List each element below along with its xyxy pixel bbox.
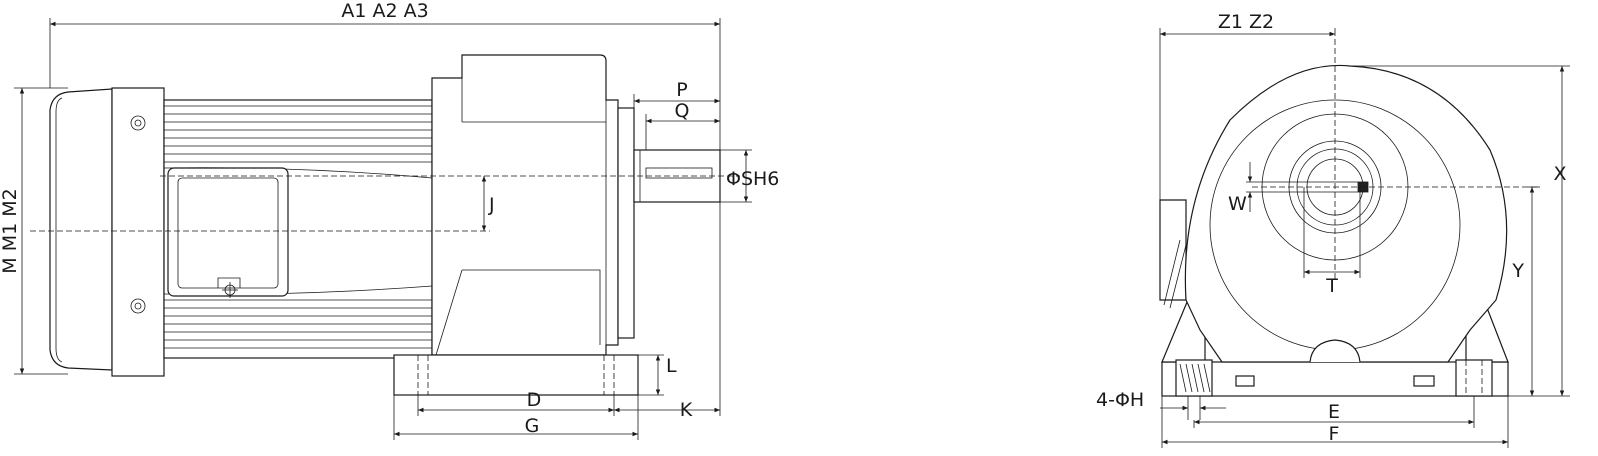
- dim-hole-spacing: E: [1193, 396, 1475, 428]
- label-foot-length: G: [525, 415, 540, 437]
- bolt-top: [130, 115, 146, 131]
- dim-base-width: F: [1161, 396, 1509, 448]
- dim-overall-length: A1 A2 A3: [49, 0, 721, 150]
- gear-housing-outline: [1184, 64, 1508, 363]
- fan-cover: [49, 88, 113, 371]
- dim-overall-height: X: [1350, 65, 1570, 397]
- dim-mounting-holes: 4-ΦH: [1096, 389, 1226, 420]
- dim-front-width: Z1 Z2: [1159, 11, 1336, 200]
- label-base-width: F: [1329, 423, 1340, 445]
- dim-key-width: W: [1228, 162, 1358, 215]
- side-view: A1 A2 A3 M M1 M2 P Q ΦSH6: [0, 0, 779, 440]
- label-key-width: W: [1228, 193, 1247, 215]
- mounting-hole-right: [1455, 359, 1493, 397]
- dim-key-height: T: [1303, 187, 1361, 297]
- label-overall-height: X: [1553, 163, 1566, 185]
- label-key-height: T: [1325, 275, 1338, 297]
- label-shaft-extension: P: [676, 79, 687, 101]
- dim-height: M M1 M2: [0, 87, 68, 375]
- label-shaft-diameter: ΦSH6: [726, 168, 779, 190]
- label-front-width: Z1 Z2: [1218, 11, 1274, 33]
- dim-key-length: Q: [645, 100, 720, 150]
- gear-housing: [431, 54, 635, 356]
- bolt-bottom: [130, 298, 146, 314]
- terminal-box: [167, 167, 289, 298]
- dim-shaft-height: Y: [1511, 186, 1540, 396]
- dim-foot-height: L: [638, 354, 677, 396]
- label-shaft-height: Y: [1511, 260, 1524, 282]
- dim-center-offset: J: [481, 176, 495, 231]
- ground-screw-icon: [222, 282, 238, 298]
- label-end-offset: K: [680, 399, 693, 421]
- side-bracket: [1159, 199, 1187, 309]
- dim-end-offset: K: [614, 202, 721, 421]
- label-height: M M1 M2: [0, 188, 21, 273]
- label-foot-hole-spacing: D: [527, 389, 542, 411]
- cooling-fins: [164, 105, 432, 349]
- label-hole-spacing: E: [1328, 401, 1340, 423]
- label-overall-length: A1 A2 A3: [341, 0, 428, 22]
- motor-end-flange: [111, 87, 165, 377]
- dim-shaft-diameter: ΦSH6: [720, 149, 779, 203]
- label-mounting-holes: 4-ΦH: [1096, 389, 1144, 411]
- front-view: Z1 Z2 X Y W T: [1096, 11, 1570, 448]
- dim-foot-length: G: [393, 395, 639, 440]
- mounting-hole-left: [1175, 359, 1213, 397]
- mounting-foot: [393, 354, 639, 396]
- label-key-length: Q: [675, 100, 690, 122]
- label-foot-height: L: [666, 355, 677, 377]
- dim-foot-hole-spacing: D: [417, 389, 615, 416]
- label-center-offset: J: [488, 194, 495, 216]
- dim-shaft-extension: P: [633, 79, 720, 108]
